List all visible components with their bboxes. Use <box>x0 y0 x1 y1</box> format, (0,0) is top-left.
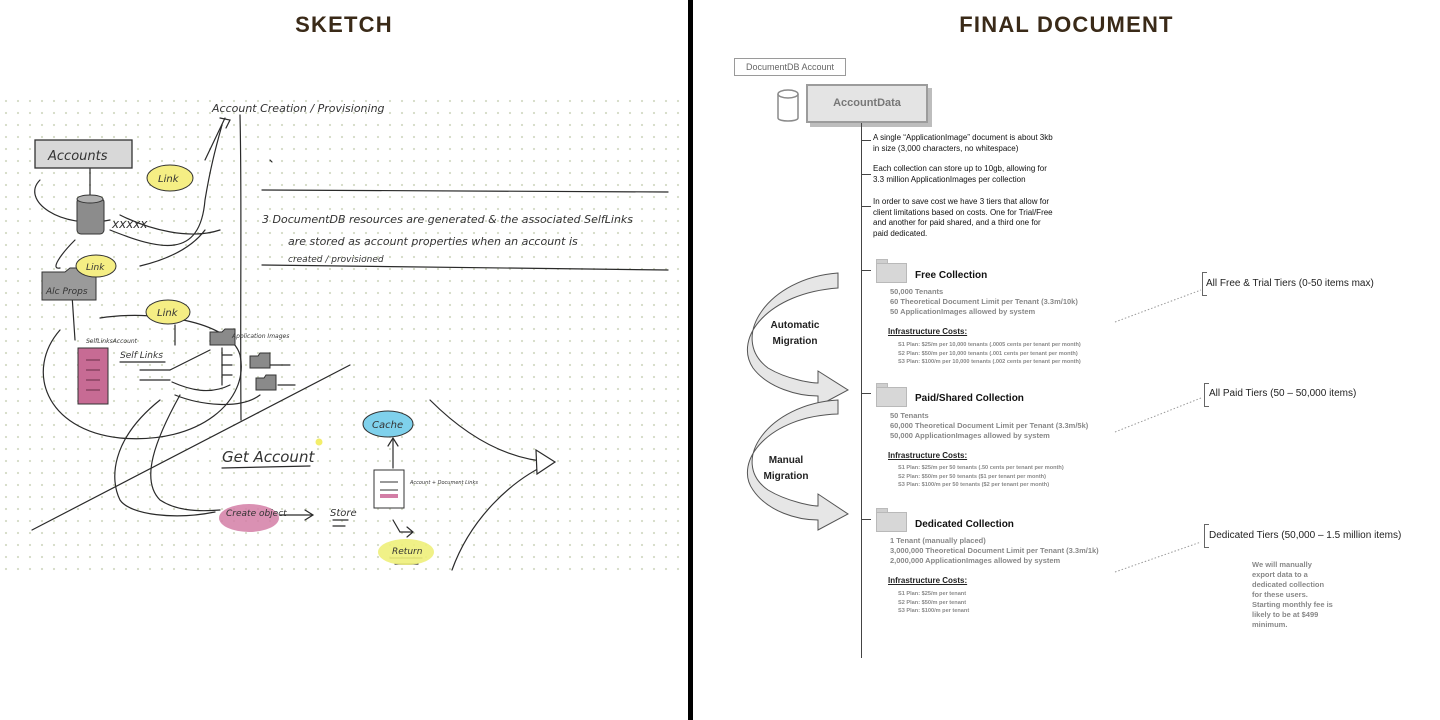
timeline-tick <box>861 393 871 394</box>
paid-tier-label: All Paid Tiers (50 – 50,000 items) <box>1209 388 1357 399</box>
xxxxx-label: xxxxx <box>111 217 148 231</box>
free-collection-title: Free Collection <box>915 270 988 281</box>
application-images-label: Application Images <box>231 333 289 340</box>
manual-migration-label: Manual Migration <box>763 455 809 482</box>
dedicated-plans: S1 Plan: $25/m per tenant S2 Plan: $50/m… <box>898 591 970 615</box>
cache-bubble <box>362 410 414 438</box>
sketch-note-line-3: created / provisioned <box>288 255 384 265</box>
free-tier-label: All Free & Trial Tiers (0-50 items max) <box>1206 278 1374 289</box>
tier-bracket <box>1202 272 1207 296</box>
timeline-tick <box>861 270 871 271</box>
database-cylinder-icon <box>777 89 799 122</box>
link-label-1: Link <box>158 174 180 185</box>
store-label: Store <box>330 508 357 519</box>
account-data-box: AccountData <box>806 84 928 123</box>
folder-icon <box>876 263 907 283</box>
sketch-title: SKETCH <box>295 12 393 37</box>
final-document-title: FINAL DOCUMENT <box>959 12 1174 37</box>
link-label-2: Link <box>86 263 105 273</box>
dedicated-tier-note: We will manually export data to a dedica… <box>1252 560 1333 629</box>
free-infra-costs-label: Infrastructure Costs: <box>888 327 968 336</box>
note-collection-capacity: Each collection can store up to 10gb, al… <box>873 164 1047 184</box>
account-document-icon <box>373 469 405 509</box>
accounts-label: Accounts <box>47 149 108 164</box>
automatic-migration-label: Automatic Migration <box>770 320 820 347</box>
timeline-tick <box>861 206 871 207</box>
note-tiers: In order to save cost we have 3 tiers th… <box>873 197 1053 238</box>
migration-arrows <box>747 272 849 531</box>
sketch-drawing: Accounts xxxxx Account Creation / Provis… <box>31 102 669 571</box>
folder-icon-3 <box>255 374 277 391</box>
get-account-label: Get Account <box>222 448 315 466</box>
dot-grid-background <box>0 95 688 575</box>
timeline-tick <box>861 140 871 141</box>
folder-icon <box>876 512 907 532</box>
final-document-panel: FINAL DOCUMENT DocumentDB Account Accoun… <box>693 0 1440 720</box>
paid-plans: S1 Plan: $25/m per 50 tenants (.50 cents… <box>898 465 1064 489</box>
return-label: Return <box>392 547 423 557</box>
dedicated-infra-costs-label: Infrastructure Costs: <box>888 576 968 585</box>
panel-divider <box>688 0 693 720</box>
tier-bracket <box>1204 524 1209 548</box>
account-creation-label: Account Creation / Provisioning <box>211 102 385 115</box>
cache-label: Cache <box>372 420 403 431</box>
app-images-folder-icon <box>209 328 236 346</box>
self-links-db-label: SelfLinksAccount <box>86 338 138 345</box>
free-plans: S1 Plan: $25/m per 10,000 tenants (.0005… <box>898 342 1081 366</box>
documentdb-account-label: DocumentDB Account <box>734 58 846 76</box>
sketch-note-line-1: 3 DocumentDB resources are generated & t… <box>262 213 633 226</box>
timeline-tick <box>861 174 871 175</box>
self-links-db-icon <box>77 347 109 405</box>
return-highlight <box>378 539 434 565</box>
timeline-tick <box>861 519 871 520</box>
link-bubble-1 <box>146 164 194 192</box>
dedicated-tier-label: Dedicated Tiers (50,000 – 1.5 million it… <box>1209 530 1402 541</box>
create-object-highlight <box>219 504 279 532</box>
self-links-label: Self Links <box>120 351 163 361</box>
tier-bracket <box>1204 383 1209 407</box>
link-label-3: Link <box>157 308 179 319</box>
paid-collection-info: 50 Tenants 60,000 Theoretical Document L… <box>890 411 1089 440</box>
paid-collection-title: Paid/Shared Collection <box>915 393 1024 404</box>
timeline-line <box>861 123 862 658</box>
dedicated-collection-title: Dedicated Collection <box>915 519 1014 530</box>
free-collection-info: 50,000 Tenants 60 Theoretical Document L… <box>890 287 1078 316</box>
sketch-panel: SKETCH <box>0 0 688 720</box>
alc-props-label: Alc Props <box>45 287 88 297</box>
accounts-box <box>34 139 133 169</box>
create-object-label: Create object <box>226 509 287 519</box>
account-doc-links-label: Account + Document Links <box>409 480 478 486</box>
paid-infra-costs-label: Infrastructure Costs: <box>888 451 968 460</box>
note-document-size: A single “ApplicationImage” document is … <box>873 133 1053 153</box>
link-bubble-3 <box>145 299 191 325</box>
tier-connectors <box>1114 289 1202 573</box>
folder-icon-2 <box>249 352 271 369</box>
dedicated-collection-info: 1 Tenant (manually placed) 3,000,000 The… <box>890 536 1099 565</box>
folder-icon <box>876 387 907 407</box>
sketch-note-line-2: are stored as account properties when an… <box>288 235 578 248</box>
link-bubble-2 <box>75 254 117 278</box>
